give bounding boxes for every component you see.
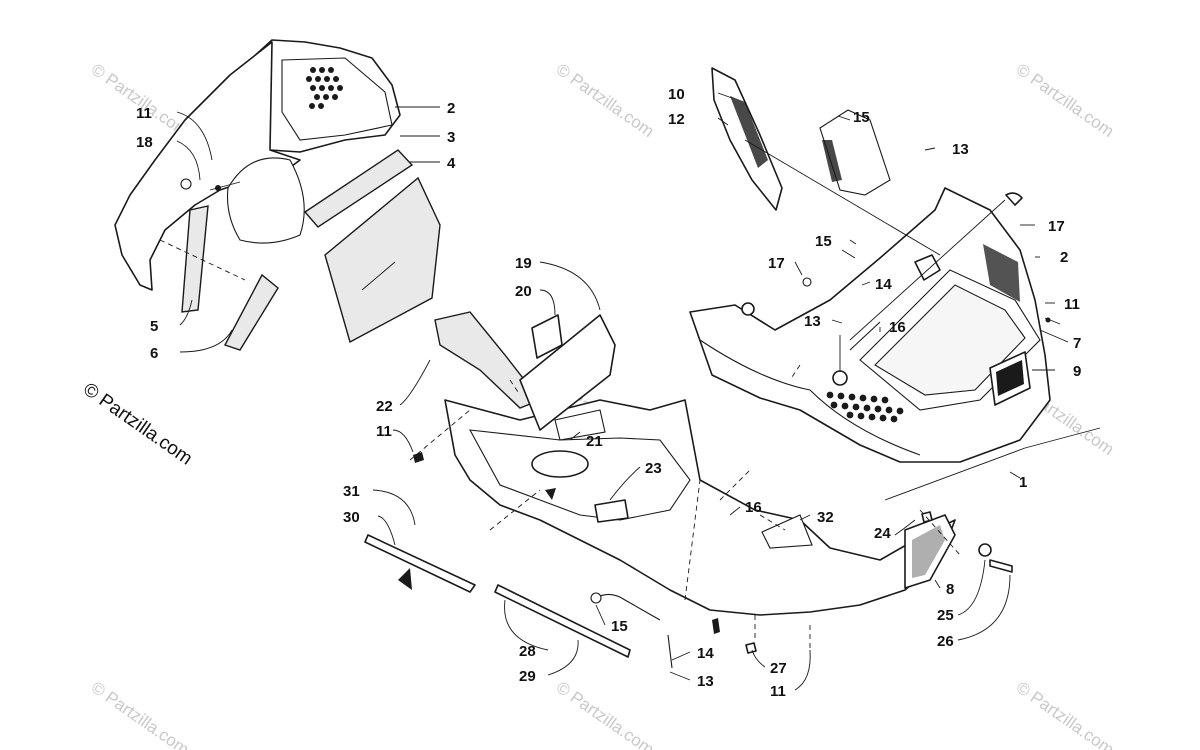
hood-windshield	[874, 284, 1026, 396]
callout-number: 13	[804, 313, 821, 330]
callout-number: 5	[150, 318, 158, 335]
callouts: 1 2 2 3 4 5 6 7 8 9 10 11 11 11 11 12 13…	[136, 86, 1081, 700]
belly-pan-inner	[469, 429, 691, 521]
right-panel-part	[904, 514, 956, 589]
grommet-part	[741, 302, 755, 316]
bracket-part	[519, 314, 616, 431]
callout-number: 7	[1073, 335, 1081, 352]
callout-number: 15	[853, 109, 870, 126]
callout-number: 2	[447, 100, 455, 117]
callout-number: 12	[668, 111, 685, 128]
bolt-part	[209, 181, 241, 191]
watermark: © Partzilla.com	[1013, 678, 1118, 750]
watermark: © Partzilla.com	[88, 60, 193, 141]
washer-part	[978, 543, 992, 557]
foam-pad-part	[324, 176, 441, 344]
callout-number: 26	[937, 633, 954, 650]
callout-number: 2	[1060, 249, 1068, 266]
callout-number: 20	[515, 283, 532, 300]
skid-strip-part	[364, 534, 476, 593]
callout-number: 15	[815, 233, 832, 250]
callout-number: 22	[376, 398, 393, 415]
hose-part	[849, 321, 881, 351]
hood-inner-edge	[699, 339, 921, 456]
foam-block-part	[223, 273, 279, 351]
foam-strip-part	[303, 149, 414, 228]
callout-number: 29	[519, 668, 536, 685]
watermark: © Partzilla.com	[88, 678, 193, 750]
belly-pan-opening	[531, 450, 589, 478]
hood-assembly	[689, 67, 1101, 501]
callout-number: 21	[586, 433, 603, 450]
callout-number: 24	[874, 525, 891, 542]
plate-part	[761, 514, 813, 549]
callout-number: 13	[952, 141, 969, 158]
callout-number: 15	[611, 618, 628, 635]
callout-number: 10	[668, 86, 685, 103]
callout-number: 13	[697, 673, 714, 690]
callout-number: 30	[343, 509, 360, 526]
knob-part	[1005, 192, 1023, 206]
hose-clip-part	[667, 634, 673, 669]
hose-part	[595, 593, 661, 621]
callout-number: 16	[889, 319, 906, 336]
callout-number: 14	[875, 276, 892, 293]
vent-grille	[306, 67, 343, 109]
callout-number: 9	[1073, 363, 1081, 380]
hood-side-vent	[983, 244, 1020, 302]
clip-part	[531, 314, 563, 359]
foam-bar-part	[181, 205, 209, 313]
nut-part	[921, 511, 933, 523]
skid-strip-part	[494, 584, 631, 658]
callout-number: 1	[1019, 474, 1027, 491]
fastener-hole	[180, 178, 192, 190]
gauge-part	[914, 254, 941, 281]
callout-number: 11	[1064, 296, 1080, 313]
callout-leaders	[176, 92, 1069, 691]
fender-wheel-arch	[226, 157, 305, 244]
callout-number: 3	[447, 129, 455, 146]
callout-number: 14	[697, 645, 714, 662]
rivet-part	[802, 277, 812, 287]
nut-part	[745, 642, 757, 654]
callout-number: 32	[817, 509, 834, 526]
callout-number: 25	[937, 607, 954, 624]
callout-number: 19	[515, 255, 532, 272]
callout-number: 31	[343, 483, 360, 500]
callout-number: 17	[1048, 218, 1065, 235]
shield-part	[594, 499, 629, 523]
callout-number: 6	[150, 345, 158, 362]
foam-block-part	[434, 311, 542, 409]
callout-number: 11	[376, 423, 392, 440]
copyright-text: © Partzilla.com	[79, 379, 196, 470]
belly-pan-assembly	[364, 311, 1013, 669]
callout-number: 4	[447, 155, 456, 172]
pad-part	[554, 409, 606, 441]
watermark: © Partzilla.com	[1013, 60, 1118, 141]
callout-number: 8	[946, 581, 954, 598]
callout-number: 11	[770, 683, 786, 700]
hood-vent-grille	[826, 391, 904, 423]
callout-number: 28	[519, 643, 536, 660]
bolt-part	[989, 559, 1013, 573]
cap-part	[832, 370, 848, 386]
watermark: © Partzilla.com	[553, 60, 658, 141]
watermark: © Partzilla.com	[553, 678, 658, 750]
callout-number: 27	[770, 660, 787, 677]
callout-number: 11	[136, 105, 152, 122]
callout-number: 18	[136, 134, 153, 151]
callout-number: 23	[645, 460, 662, 477]
callout-number: 16	[745, 499, 762, 516]
side-panel-assembly	[114, 39, 441, 351]
callout-number: 17	[768, 255, 785, 272]
